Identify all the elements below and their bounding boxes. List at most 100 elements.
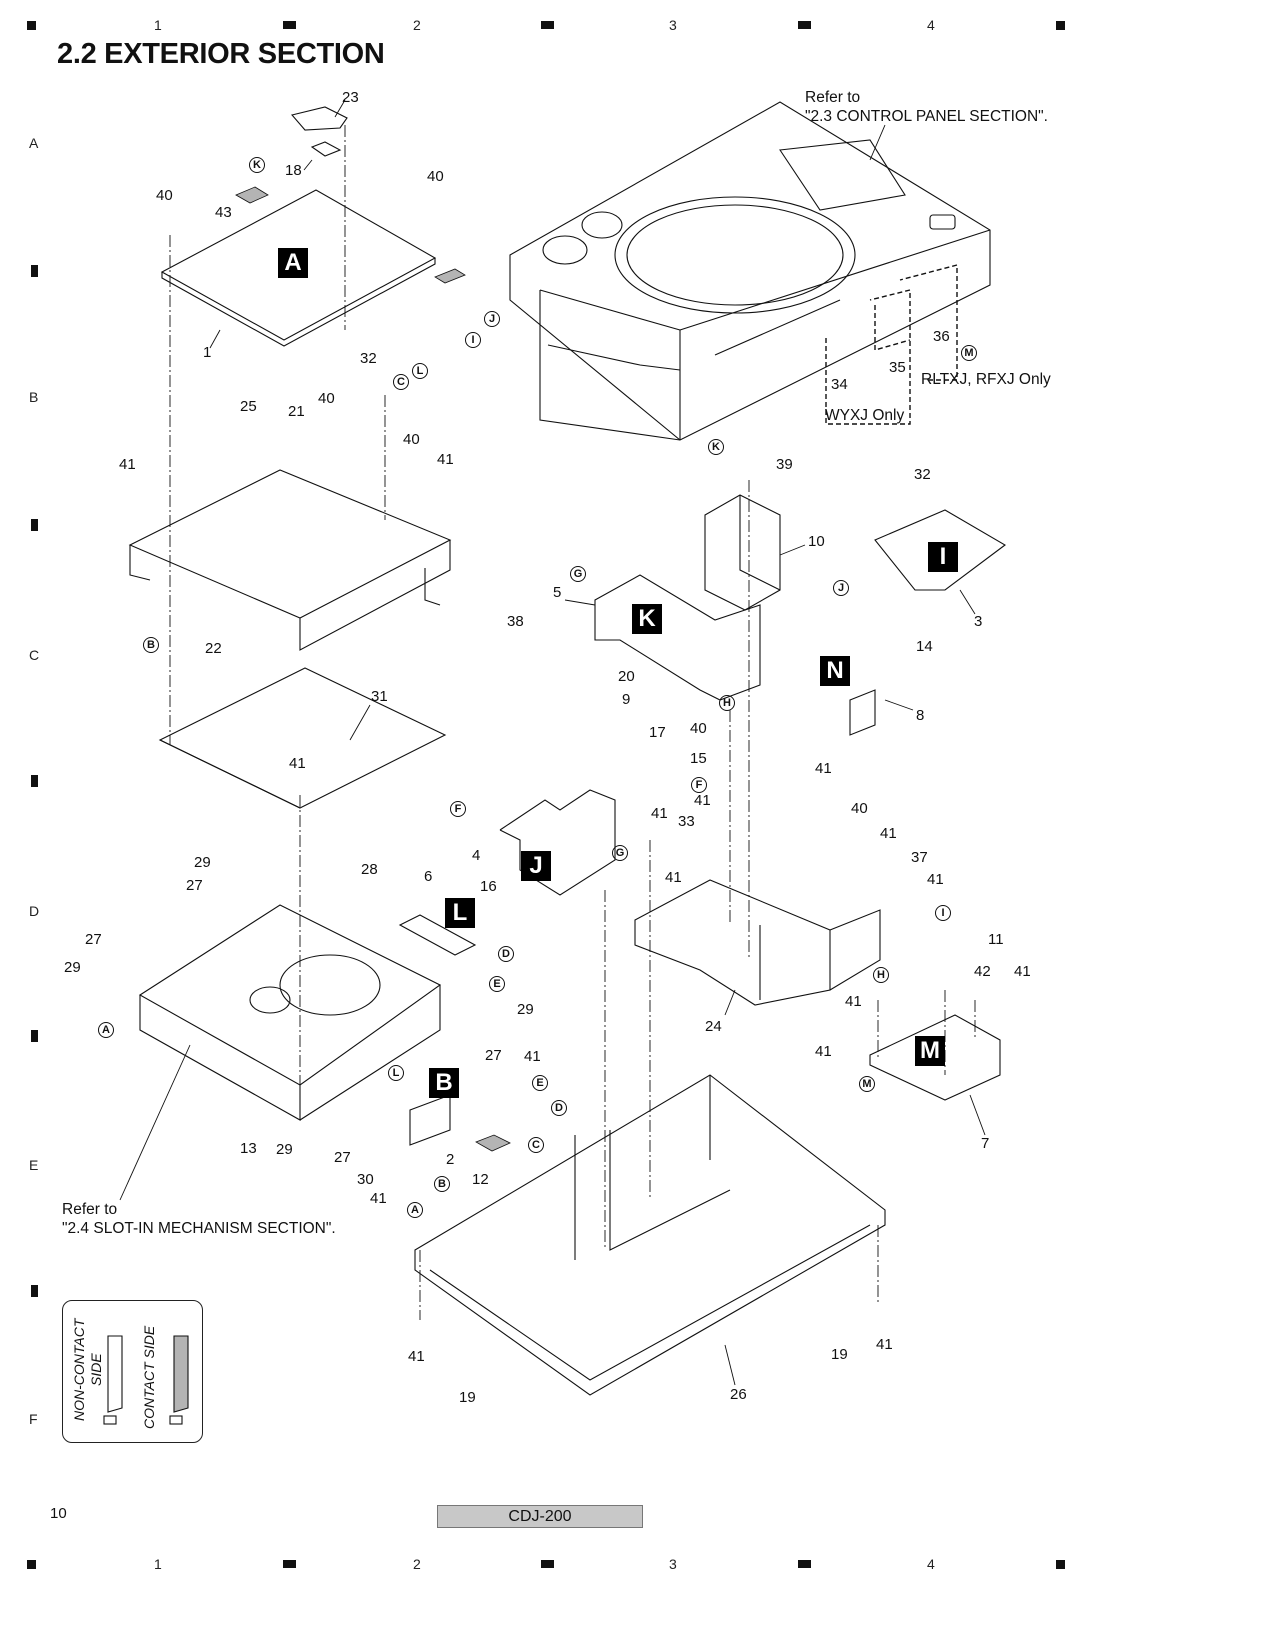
- part-callout: 32: [360, 350, 377, 367]
- part-callout: 41: [815, 1043, 832, 1060]
- part-callout: 9: [622, 691, 631, 708]
- part-callout: 34: [831, 376, 848, 393]
- board-tag-i: I: [928, 542, 958, 572]
- part-callout: 19: [831, 1346, 848, 1363]
- connector-ref-m: M: [859, 1076, 875, 1092]
- connector-ref-h: H: [873, 967, 889, 983]
- connector-ref-a: A: [407, 1202, 423, 1218]
- cable-side-legend: NON-CONTACT SIDE CONTACT SIDE: [62, 1300, 203, 1443]
- part-callout: 37: [911, 849, 928, 866]
- board-b-drawing: [409, 1094, 451, 1146]
- part-callout: 41: [845, 993, 862, 1010]
- part-callout: 39: [776, 456, 793, 473]
- connector-ref-k: K: [708, 439, 724, 455]
- leader-lines: [119, 99, 986, 1386]
- connector-ref-i: I: [935, 905, 951, 921]
- board-tag-m: M: [915, 1036, 945, 1066]
- part-callout: 41: [876, 1336, 893, 1353]
- part-callout: 41: [815, 760, 832, 777]
- part-callout: 41: [880, 825, 897, 842]
- grid-marker: [31, 519, 38, 531]
- part-callout: 22: [205, 640, 222, 657]
- legend-cable-drawings: [103, 1335, 189, 1425]
- transformer-drawing: [704, 494, 781, 611]
- part-callout: 4: [472, 847, 481, 864]
- part-callout: 1: [203, 344, 212, 361]
- part-callout: 29: [517, 1001, 534, 1018]
- grid-marker: [31, 775, 38, 787]
- grid-marker: [798, 1560, 811, 1568]
- part-callout: 27: [186, 877, 203, 894]
- grid-row-label: E: [29, 1157, 39, 1173]
- main-unit-drawing: [509, 101, 991, 441]
- grid-column-label: 3: [669, 1556, 677, 1572]
- part-callout: 43: [215, 204, 232, 221]
- flat-cable-tabs: [235, 186, 511, 1152]
- connector-ref-j: J: [833, 580, 849, 596]
- connector-ref-b: B: [143, 637, 159, 653]
- grid-column-label: 4: [927, 17, 935, 33]
- grid-row-label: D: [29, 903, 40, 919]
- legend-non-contact-label-line2: SIDE: [88, 1353, 104, 1386]
- model-name-badge: CDJ-200: [437, 1505, 643, 1528]
- connector-ref-g: G: [612, 845, 628, 861]
- connector-ref-k: K: [249, 157, 265, 173]
- connector-ref-i: I: [465, 332, 481, 348]
- grid-row-label: A: [29, 135, 39, 151]
- grid-column-label: 2: [413, 1556, 421, 1572]
- part-callout: 14: [916, 638, 933, 655]
- legend-non-contact-label-line1: NON-CONTACT: [71, 1318, 87, 1421]
- part-callout: 20: [618, 668, 635, 685]
- connector-ref-c: C: [393, 374, 409, 390]
- part-callout: 27: [85, 931, 102, 948]
- part-callout: 41: [289, 755, 306, 772]
- connector-ref-d: D: [498, 946, 514, 962]
- grid-marker: [27, 21, 36, 30]
- part-callout: 41: [119, 456, 136, 473]
- part-callout: 2: [446, 1151, 455, 1168]
- part-callout: 32: [914, 466, 931, 483]
- part-callout: 24: [705, 1018, 722, 1035]
- grid-marker: [27, 1560, 36, 1569]
- part-callout: 23: [342, 89, 359, 106]
- part-callout: 41: [524, 1048, 541, 1065]
- part-callout: 12: [472, 1171, 489, 1188]
- grid-marker: [283, 21, 296, 29]
- legend-contact-side-label: CONTACT SIDE: [141, 1325, 157, 1429]
- grid-column-label: 1: [154, 1556, 162, 1572]
- part-callout: 38: [507, 613, 524, 630]
- connector-ref-c: C: [528, 1137, 544, 1153]
- board-i-drawing: [874, 509, 1006, 591]
- grid-row-label: B: [29, 389, 39, 405]
- part-callout: 8: [916, 707, 925, 724]
- part-callout: 26: [730, 1386, 747, 1403]
- part-callout: 40: [403, 431, 420, 448]
- grid-marker: [541, 21, 554, 29]
- part-callout: 41: [370, 1190, 387, 1207]
- grid-marker: [798, 21, 811, 29]
- part-callout: 30: [357, 1171, 374, 1188]
- part-callout: 35: [889, 359, 906, 376]
- grid-column-label: 3: [669, 17, 677, 33]
- connector-ref-b: B: [434, 1176, 450, 1192]
- part-callout: 10: [808, 533, 825, 550]
- part-callout: 40: [851, 800, 868, 817]
- grid-marker: [541, 1560, 554, 1568]
- board-j-drawing: [499, 789, 616, 896]
- part-callout: 41: [437, 451, 454, 468]
- grid-marker: [31, 1030, 38, 1042]
- part-callout: 40: [427, 168, 444, 185]
- board-tag-b: B: [429, 1068, 459, 1098]
- part-callout: 29: [276, 1141, 293, 1158]
- board-tag-a: A: [278, 248, 308, 278]
- connector-ref-d: D: [551, 1100, 567, 1116]
- part-callout: 18: [285, 162, 302, 179]
- bracket-drawing: [634, 879, 881, 1006]
- connector-ref-h: H: [719, 695, 735, 711]
- slot-in-mechanism-reference-note: Refer to "2.4 SLOT-IN MECHANISM SECTION"…: [62, 1201, 336, 1237]
- section-title: 2.2 EXTERIOR SECTION: [57, 38, 385, 70]
- assembly-guide-lines: [169, 125, 976, 1320]
- board-k-drawing: [594, 574, 761, 701]
- grid-marker: [1056, 21, 1065, 30]
